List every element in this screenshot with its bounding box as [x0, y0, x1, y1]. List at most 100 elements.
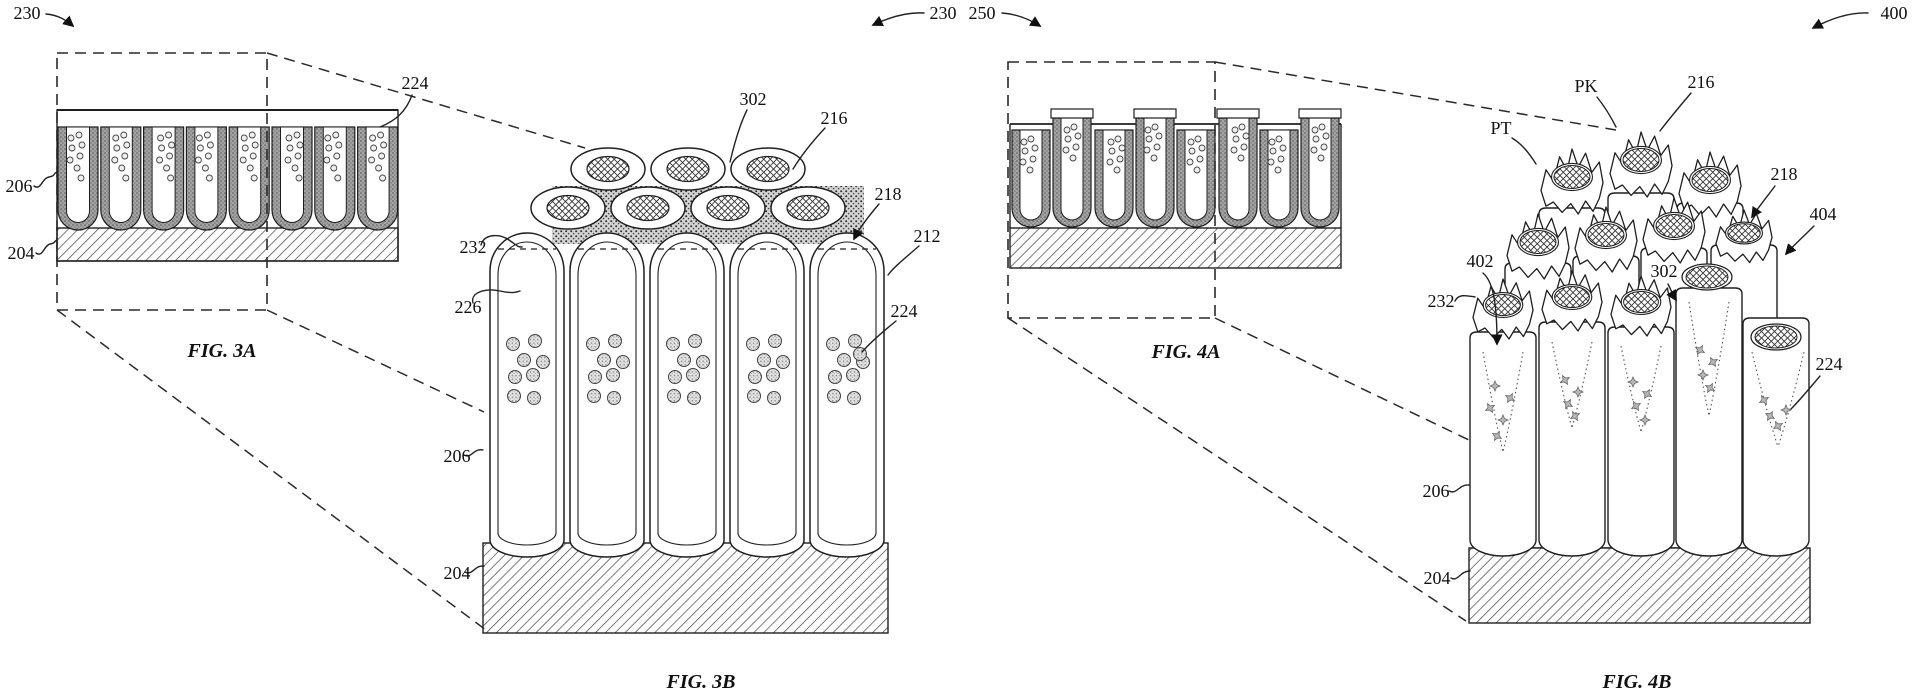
leader-4b-204	[1450, 570, 1471, 580]
fig4a-caption: FIG. 4A	[1151, 341, 1221, 363]
tube-212	[489, 232, 565, 558]
cap-216	[1754, 325, 1798, 349]
particle-224	[248, 131, 256, 139]
particle-224	[323, 156, 331, 164]
particle-224	[249, 152, 257, 160]
particle-224	[1021, 147, 1029, 155]
flake-particle-402	[1559, 374, 1571, 386]
particle-224	[1020, 138, 1028, 146]
leader-3b-204	[464, 565, 485, 574]
particle-224	[1196, 155, 1204, 163]
ref-224: 224	[1816, 354, 1843, 374]
particle-224	[1238, 123, 1246, 131]
particle-224	[776, 355, 790, 369]
particle-224	[517, 353, 531, 367]
particle-224	[284, 156, 292, 164]
particle-224	[526, 368, 540, 382]
particle-224	[608, 334, 622, 348]
leader-3a-206	[33, 171, 58, 188]
particle-224	[194, 156, 202, 164]
particle-224	[1268, 138, 1276, 146]
particle-224	[378, 152, 386, 160]
particle-224	[241, 144, 249, 152]
particle-224	[369, 134, 377, 142]
particle-224	[206, 141, 214, 149]
particle-224	[377, 131, 385, 139]
particle-224	[848, 334, 862, 348]
particle-224	[118, 164, 126, 172]
particle-224	[285, 134, 293, 142]
flake-particle-402	[1758, 394, 1770, 406]
particle-224	[1118, 144, 1126, 152]
cap-216	[1727, 223, 1761, 243]
particle-224	[747, 389, 761, 403]
flake-particle-402	[1488, 379, 1502, 393]
ref-400: 400	[1881, 3, 1908, 23]
particle-224	[686, 368, 700, 382]
particle-224	[330, 164, 338, 172]
particle-224	[668, 370, 682, 384]
particle-224	[827, 389, 841, 403]
flake-particle-402	[1641, 388, 1653, 400]
tube-212	[1675, 287, 1743, 557]
particle-224	[1269, 147, 1277, 155]
particle-224	[1193, 166, 1201, 174]
cone-outline-302	[1571, 341, 1593, 429]
particle-224	[196, 144, 204, 152]
particle-224	[168, 141, 176, 149]
arrow-4b-404	[1784, 225, 1815, 256]
flake-particle-402	[1764, 410, 1776, 422]
tube-channel	[237, 126, 262, 223]
fig3a-cross-section-drawing	[56, 109, 399, 262]
leader-3b-226	[472, 289, 521, 304]
particle-224	[1150, 154, 1158, 162]
leader-3b-224	[861, 320, 897, 353]
particle-224	[1240, 143, 1248, 151]
particle-224	[76, 152, 84, 160]
particle-224	[1231, 126, 1239, 134]
particle-224	[158, 144, 166, 152]
particle-224	[77, 174, 85, 182]
particle-224	[687, 391, 701, 405]
particle-224	[828, 370, 842, 384]
projection-line	[1214, 61, 1617, 131]
cap-216	[1554, 285, 1590, 309]
ref-232: 232	[1428, 291, 1455, 311]
particle-224	[1237, 154, 1245, 162]
tube-top-cap-216	[626, 194, 670, 222]
flake-particle-402	[1626, 375, 1640, 389]
cap-216	[1519, 230, 1557, 254]
ref-206: 206	[1423, 481, 1450, 501]
cap-216	[1622, 148, 1660, 172]
substrate-204	[1468, 547, 1811, 624]
particle-224	[379, 174, 387, 182]
lifted-tube-cap	[1050, 108, 1094, 119]
particle-224	[1145, 135, 1153, 143]
particle-224	[536, 355, 550, 369]
particle-224	[1317, 154, 1325, 162]
tube-212	[809, 232, 885, 558]
particle-224	[332, 131, 340, 139]
fig4b-caption: FIG. 4B	[1602, 671, 1672, 693]
tube-top-cap-216	[666, 155, 710, 183]
tube-top-cap-216	[746, 155, 790, 183]
cone-outline-302	[1620, 345, 1642, 433]
particle-224	[1187, 138, 1195, 146]
leader-3b-232	[480, 234, 523, 248]
particle-224	[677, 353, 691, 367]
flake-particle-402	[1630, 400, 1642, 412]
particle-224	[1155, 132, 1163, 140]
particle-224	[1320, 143, 1328, 151]
substrate-204	[482, 542, 889, 634]
particle-224	[370, 144, 378, 152]
particle-224	[121, 152, 129, 160]
substrate-204	[1009, 227, 1342, 269]
particle-224	[294, 152, 302, 160]
particle-224	[166, 152, 174, 160]
particle-224	[293, 131, 301, 139]
tube-inner-wall-226	[817, 241, 877, 546]
particle-224	[163, 164, 171, 172]
particle-224	[203, 131, 211, 139]
particle-224	[1116, 155, 1124, 163]
